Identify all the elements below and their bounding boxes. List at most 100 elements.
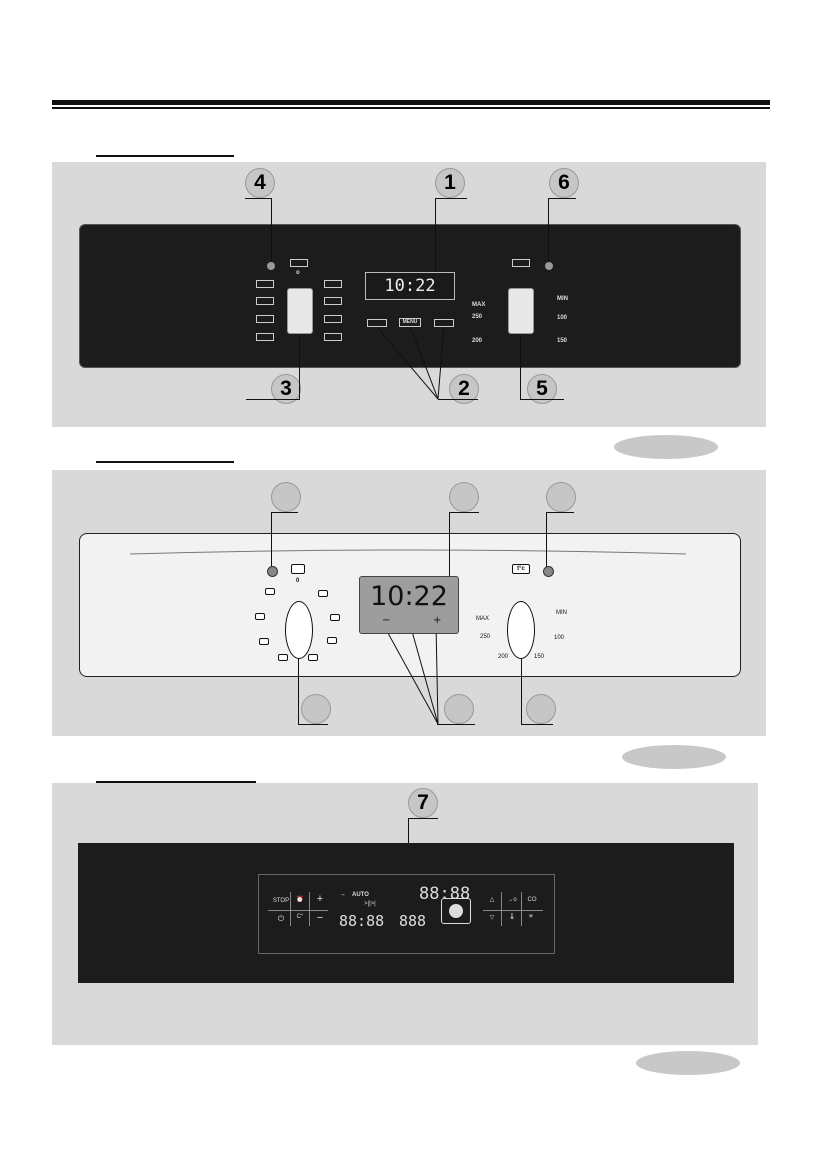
fan-function-icon bbox=[256, 280, 274, 288]
lock-icon: → bbox=[339, 891, 346, 898]
temp2-label-200: 200 bbox=[498, 654, 509, 660]
callout-blank-2 bbox=[444, 694, 474, 724]
temp-button[interactable] bbox=[512, 259, 530, 267]
temp-label-min: MIN bbox=[557, 296, 568, 302]
zero-mark-2: 0 bbox=[296, 578, 300, 584]
top-bottom-icon bbox=[318, 590, 328, 597]
plus-touch-button[interactable]: + bbox=[316, 893, 324, 905]
bottom-fan-function-icon bbox=[256, 333, 274, 341]
key-lock-button[interactable]: →o bbox=[507, 897, 517, 903]
co-button[interactable]: CO bbox=[527, 897, 537, 903]
leader-line bbox=[245, 198, 272, 199]
fan-icon bbox=[265, 588, 275, 595]
defrost-function-icon bbox=[256, 297, 274, 305]
keypad-divider bbox=[501, 892, 502, 926]
leader-line bbox=[521, 724, 553, 725]
plus-button[interactable] bbox=[434, 319, 454, 327]
callout-blank-4 bbox=[271, 482, 301, 512]
probe-button[interactable]: 🌡 bbox=[508, 914, 516, 920]
bottom-heat-icon bbox=[308, 654, 318, 661]
keypad-divider bbox=[521, 892, 522, 926]
top-heat-function-icon bbox=[324, 297, 342, 305]
thermostat-knob-2[interactable] bbox=[507, 601, 535, 659]
callout-blank-6 bbox=[546, 482, 576, 512]
clock-display: 10:22 bbox=[365, 272, 455, 300]
minus-button[interactable] bbox=[367, 319, 387, 327]
temp-label-200: 200 bbox=[472, 338, 483, 344]
callout-blank-3 bbox=[301, 694, 331, 724]
function-selector-knob[interactable] bbox=[287, 288, 313, 334]
temp2-label-250: 250 bbox=[480, 634, 491, 640]
leader-line bbox=[408, 818, 438, 819]
alarm-button[interactable]: ⏰ bbox=[296, 897, 304, 903]
figure-oval-2 bbox=[622, 745, 726, 769]
leader-line bbox=[271, 512, 298, 513]
thermostat-knob[interactable] bbox=[508, 288, 534, 334]
leader-line bbox=[521, 652, 522, 725]
header-rule-thin bbox=[52, 107, 770, 109]
section-heading-line-3 bbox=[96, 781, 256, 783]
callout-7: 7 bbox=[408, 788, 438, 818]
grill-fan-function-icon bbox=[256, 315, 274, 323]
light-touch-button[interactable]: ☀ bbox=[528, 914, 534, 920]
leader-line bbox=[271, 512, 272, 568]
zero-mark: o bbox=[296, 270, 300, 276]
leader-line bbox=[438, 399, 478, 400]
callout-6: 6 bbox=[549, 168, 579, 198]
keypad-divider bbox=[290, 892, 291, 926]
section-heading-line-2 bbox=[96, 461, 234, 463]
grill-function-icon bbox=[324, 315, 342, 323]
top-heat-icon bbox=[330, 614, 340, 621]
thermostat-indicator-light-2 bbox=[543, 566, 554, 577]
clock-display-2: 10:22 − + bbox=[359, 576, 459, 634]
light-button-2[interactable] bbox=[291, 564, 305, 574]
leader-line bbox=[548, 198, 576, 199]
leader-line bbox=[437, 724, 475, 725]
temp2-label-max: MAX bbox=[476, 616, 490, 622]
down-touch-button[interactable]: ▽ bbox=[489, 915, 495, 921]
temp2-label-min: MIN bbox=[556, 610, 567, 616]
bottom-fan-icon bbox=[278, 654, 288, 661]
temp-touch-button[interactable]: C° bbox=[296, 914, 304, 920]
defrost-icon bbox=[255, 613, 265, 620]
temp-label-max: MAX bbox=[472, 302, 486, 308]
leader-diagonals-2b bbox=[382, 623, 439, 725]
leader-line bbox=[449, 512, 450, 594]
light-button[interactable] bbox=[290, 259, 308, 267]
header-rule-thick bbox=[52, 100, 770, 105]
lcd-top-digits: 88:88 bbox=[419, 884, 471, 904]
power-button[interactable]: ⏻ bbox=[277, 914, 285, 923]
temp-button-2[interactable]: t°c bbox=[512, 564, 530, 574]
grill-icon bbox=[327, 637, 337, 644]
touch-lcd-display: → AUTO 88:88 >||>| 88:88 888 bbox=[337, 884, 473, 933]
leader-line bbox=[548, 198, 549, 264]
plus-button-2[interactable]: + bbox=[433, 615, 442, 626]
callout-blank-1 bbox=[449, 482, 479, 512]
lcd-bottom-left-digits: 88:88 bbox=[339, 912, 385, 930]
minus-button-2[interactable]: − bbox=[382, 615, 391, 626]
menu-button[interactable]: MENU bbox=[399, 318, 421, 327]
leader-line bbox=[271, 198, 272, 264]
section-heading-line-1 bbox=[96, 155, 234, 157]
leader-line bbox=[520, 334, 521, 400]
temp-label-250: 250 bbox=[472, 314, 483, 320]
leader-line bbox=[435, 198, 436, 286]
temp2-label-100: 100 bbox=[554, 635, 565, 641]
up-touch-button[interactable]: △ bbox=[489, 897, 495, 903]
function-indicator-light bbox=[267, 262, 275, 270]
function-selector-knob-2[interactable] bbox=[285, 601, 313, 659]
minus-touch-button[interactable]: − bbox=[316, 912, 324, 924]
function-indicator-light-2 bbox=[267, 566, 278, 577]
callout-4: 4 bbox=[245, 168, 275, 198]
thermostat-indicator-light bbox=[545, 262, 553, 270]
temp-label-100: 100 bbox=[557, 315, 568, 321]
leader-line bbox=[299, 334, 300, 400]
leader-line bbox=[246, 399, 300, 400]
leader-line bbox=[449, 512, 479, 513]
oven-fan-icon bbox=[441, 898, 471, 924]
temp2-label-150: 150 bbox=[534, 654, 545, 660]
top-bottom-function-icon bbox=[324, 280, 342, 288]
stop-button[interactable]: STOP bbox=[272, 898, 290, 904]
leader-line bbox=[520, 399, 564, 400]
figure-oval-3 bbox=[636, 1051, 740, 1075]
